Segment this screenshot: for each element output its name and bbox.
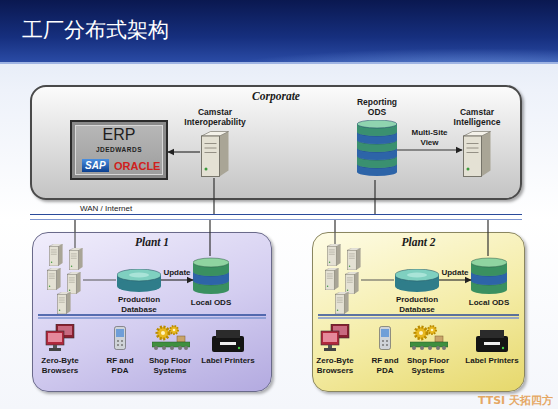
server-icon [47,268,60,290]
browser-icon [46,324,74,351]
database-node: Production Database [117,269,161,293]
vendor-logo: JDEDWARDS [72,146,166,153]
title-bar: 工厂分布式架构 [0,0,558,64]
slide-title: 工厂分布式架构 [22,16,169,44]
printer-icon [476,330,508,352]
plant-2-fittings [318,232,519,352]
node-shape-use [117,269,161,292]
node-shape [200,130,230,178]
node-shape-use [395,269,439,292]
server-icon [49,244,62,266]
wan-band: WAN / Internet [30,214,522,220]
lan-line [318,317,519,319]
flow-arrow [168,151,200,152]
node-shape-use [357,120,397,176]
ods-node: Local ODS [193,256,229,296]
node-shape-use [193,258,229,294]
node-shape [395,269,439,293]
corporate-box: CorporateERP JDEDWARDS SAP ORACLE Camstar In… [30,85,522,200]
node-shape [471,256,507,296]
link-line [83,279,116,280]
node-shape [193,256,229,296]
database-label: Production Database [386,295,448,314]
link-line [374,180,375,214]
box-heading: Plant 1 [33,236,271,248]
plant-box: Plant 1Production DatabaseLocal ODS [32,232,272,392]
link-line [74,232,75,248]
server-node: Camstar Intelligence [462,130,492,178]
server-icon [57,292,70,314]
ods-node: Reporting ODS [357,120,397,180]
pda-icon [115,327,126,350]
node-shape [117,269,161,293]
link-line [74,220,75,232]
database-node: Production Database [395,269,439,293]
server-icon [67,272,80,294]
plant-box: Plant 2Production DatabaseLocal ODS [312,232,525,392]
ods-label: Local ODS [459,298,519,308]
lan-line [318,314,519,316]
link-line [213,178,214,214]
flow-arrow [439,279,471,280]
lan-line [38,314,266,316]
server-label: Camstar Interoperability [170,107,260,127]
ods-label: Local ODS [181,298,241,308]
erp-heading: ERP [72,126,166,144]
link-line [209,220,210,256]
network-label: WAN / Internet [80,204,132,213]
shop-floor-icon [410,326,448,350]
node-shape-use [471,258,507,294]
link-line [334,220,335,232]
lan-line [38,317,266,319]
node-shape [357,120,397,180]
link-line [334,232,335,244]
server-icon [327,244,340,266]
flow-arrow [397,149,462,150]
node-shape-use [464,132,491,177]
server-icon [69,248,82,270]
ods-node: Local ODS [471,256,507,296]
database-label: Production Database [108,295,170,314]
vendor-logo: SAP [82,159,109,172]
server-label: Camstar Intelligence [441,107,513,127]
link-line [487,220,488,256]
server-icon [325,268,338,290]
box-heading: Corporate [32,90,520,102]
ods-label: Reporting ODS [351,97,403,117]
vendor-logo: ORACLE [114,160,160,172]
link-line [361,279,394,280]
erp-box: ERP JDEDWARDS SAP ORACLE [70,120,168,180]
printer-icon [212,330,244,352]
shop-floor-icon [152,326,190,350]
server-node: Camstar Interoperability [200,130,230,178]
browser-icon [321,324,349,351]
node-shape-use [202,132,229,177]
node-shape [462,130,492,178]
pda-icon [380,327,391,350]
server-icon [345,272,358,294]
box-heading: Plant 2 [313,236,524,248]
server-icon [335,292,348,314]
server-icon [347,248,360,270]
plant-1-fittings [38,232,266,352]
flow-arrow [161,279,193,280]
watermark: TTSI 天拓四方 [457,393,553,408]
